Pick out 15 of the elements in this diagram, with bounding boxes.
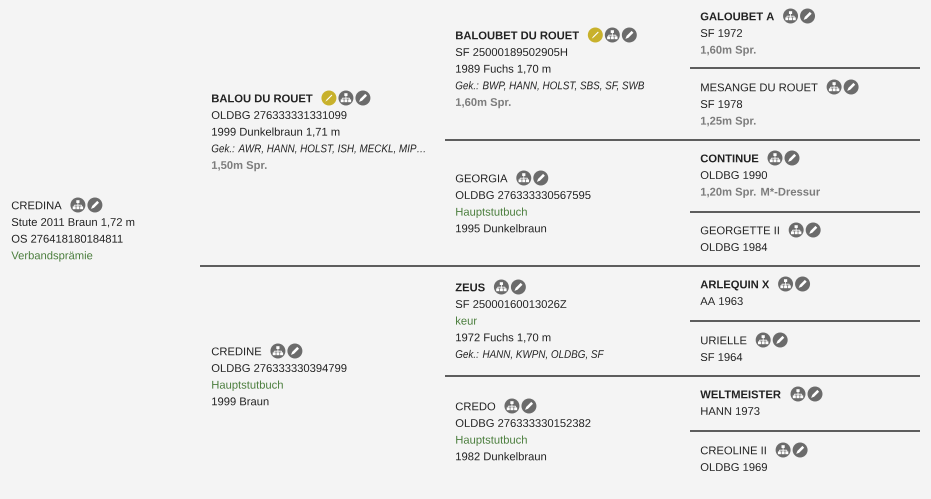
pedigree-entry: MESANGE DU ROUET SF 1978 1,25m Spr.: [700, 83, 818, 127]
pedigree-entry: WELTMEISTER HANN 1973: [700, 390, 781, 416]
pedigree-entry: GALOUBET A SF 1972 1,60m Spr.: [700, 12, 774, 56]
pedigree-entry: ARLEQUIN X AA 1963: [700, 280, 770, 306]
pedigree-entry: CREDINE OLDBG 276333330394799 Hauptstutbuch 1999 Braun: [212, 347, 346, 406]
pedigree-entry: BALOUBET DU ROUET SF 25000189502905H 1989 Fuchs 1,70 m Gek.: BWP, HANN, HOLST, SBS, SF, SWB 1,60m Spr.: [456, 31, 644, 108]
pedigree-entry: CREOLINE II OLDBG 1969: [700, 446, 767, 472]
pedigree-entry: GEORGETTE II OLDBG 1984: [700, 226, 779, 252]
pedigree-entry: URIELLE SF 1964: [700, 336, 746, 362]
pedigree-entry: GEORGIA OLDBG 276333330567595 Hauptstutbuch 1995 Dunkelbraun: [456, 174, 591, 232]
pedigree-entry: BALOU DU ROUET OLDBG 276333331331099 1999 Dunkelbraun 1,71 m Gek.: AWR, HANN, HOLST, ISH, MECKL, MIP… 1,50m Spr.: [212, 94, 425, 172]
pedigree-entry: CREDINA Stute 2011 Braun 1,72 m OS 276418180184811 Verbandsprämie: [11, 201, 134, 262]
pedigree-entry: CONTINUE OLDBG 1990 1,20m Spr. M*-Dressur: [700, 154, 820, 198]
pedigree-entry: CREDO OLDBG 276333330152382 Hauptstutbuch 1982 Dunkelbraun: [456, 402, 590, 460]
pedigree-entry: ZEUS SF 25000160013026Z keur 1972 Fuchs 1,70 m Gek.: HANN, KWPN, OLDBG, SF: [456, 283, 604, 360]
